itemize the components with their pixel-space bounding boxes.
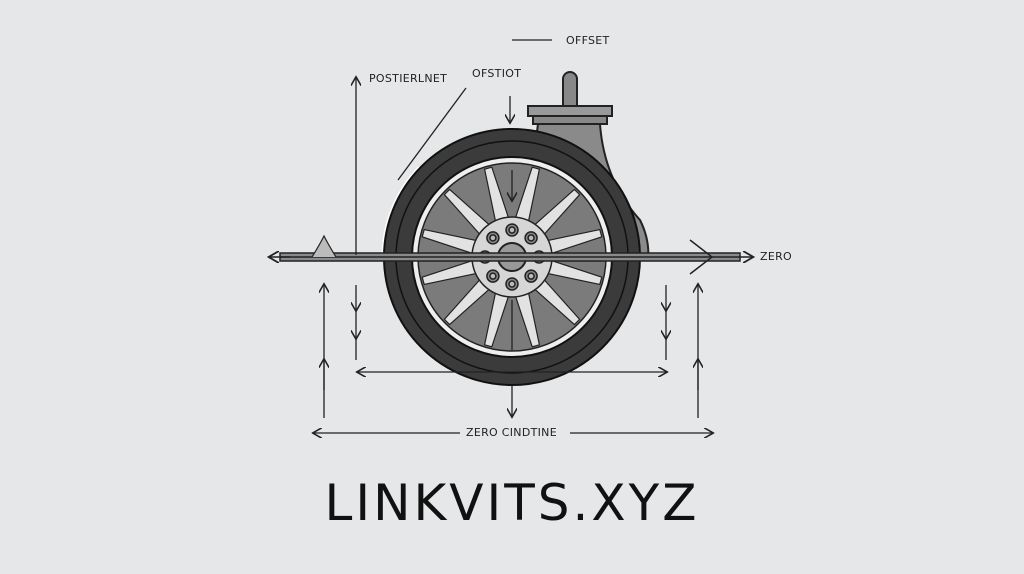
lug-nut [527, 234, 535, 242]
lug-nut [489, 234, 497, 242]
lug-nut [508, 226, 516, 234]
brand-title: LINKVITS.XYZ [324, 474, 700, 532]
lug-nut [489, 272, 497, 280]
label-zero: ZERO [760, 250, 792, 263]
lug-nut [508, 280, 516, 288]
label-offset: OFFSET [566, 34, 610, 47]
label-ofstiot: OFSTIOT [472, 67, 522, 80]
lug-nut [527, 272, 535, 280]
label-posterlnet: POSTIERLNET [369, 72, 448, 85]
dimension-lines [314, 39, 712, 433]
label-zero-cindtine: ZERO CINDTINE [466, 426, 557, 439]
